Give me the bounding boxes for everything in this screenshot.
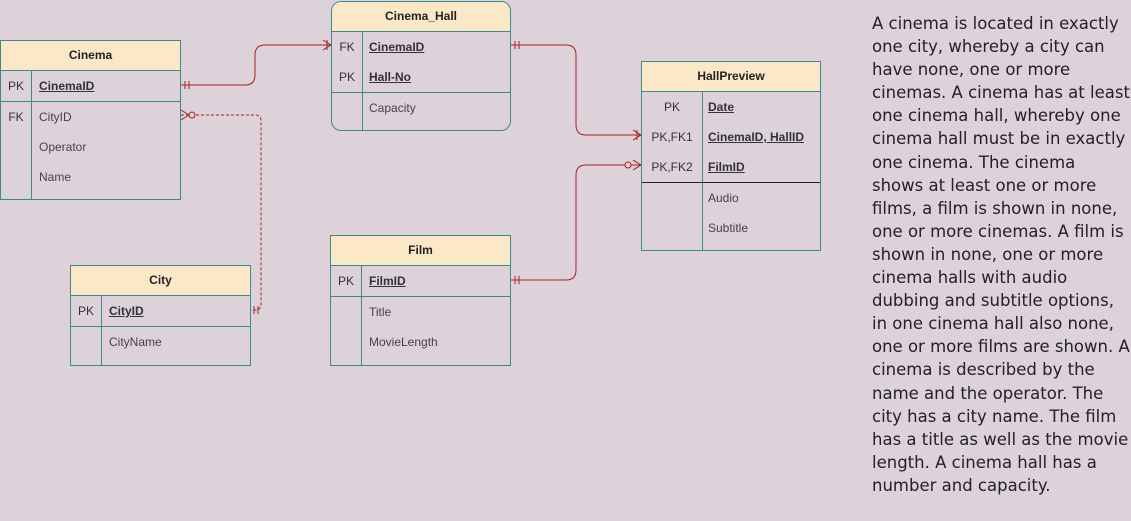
- field-label: Title: [369, 305, 392, 319]
- entity-row: PK,FK2 FilmID: [642, 152, 820, 183]
- key-label: PK: [663, 100, 680, 114]
- entity-row: MovieLength: [331, 327, 510, 357]
- entity-row: PK,FK1 CinemaID, HallID: [642, 122, 820, 152]
- entity-row: Capacity: [332, 93, 510, 123]
- field-label: Capacity: [369, 101, 416, 115]
- entity-row: PK FilmID: [331, 266, 510, 297]
- key-label: PK: [337, 274, 354, 288]
- key-label: [642, 213, 702, 243]
- entity-row: Subtitle: [642, 213, 820, 243]
- field-label: FilmID: [708, 160, 745, 174]
- field-label: Hall-No: [369, 70, 411, 84]
- key-label: PK: [77, 304, 94, 318]
- field-label: Audio: [708, 191, 739, 205]
- relationship-cinema-cinema-hall: [181, 39, 332, 89]
- entity-row: PK CityID: [71, 296, 250, 327]
- key-label: PK,FK2: [651, 160, 693, 174]
- field-label: Date: [708, 100, 735, 114]
- key-label: [1, 132, 31, 162]
- field-label: Name: [39, 170, 72, 184]
- entity-film[interactable]: Film PK FilmID Title MovieLength: [330, 235, 511, 366]
- field-label: CinemaID, HallID: [708, 130, 805, 144]
- key-label: FK: [8, 110, 24, 124]
- entity-cinema[interactable]: Cinema PK CinemaID FK CityID Operator Na…: [0, 40, 181, 200]
- field-label: CityID: [109, 304, 144, 318]
- key-label: PK: [7, 79, 24, 93]
- entity-row: PK Date: [642, 92, 820, 122]
- field-label: Operator: [39, 140, 87, 154]
- key-label: FK: [339, 40, 355, 54]
- entity-city-title: City: [71, 266, 250, 296]
- entity-row: PK CinemaID: [1, 71, 180, 102]
- field-label: CinemaID: [39, 79, 95, 93]
- entity-hall-preview[interactable]: HallPreview PK Date PK,FK1 CinemaID, Hal…: [641, 61, 821, 251]
- key-label: [642, 183, 702, 213]
- entity-hall-preview-title: HallPreview: [642, 62, 820, 92]
- field-label: CityID: [39, 110, 72, 124]
- field-label: FilmID: [369, 274, 406, 288]
- entity-film-title: Film: [331, 236, 510, 266]
- entity-row: Operator: [1, 132, 180, 162]
- description-text: A cinema is located in exactly one city,…: [872, 14, 1130, 495]
- key-label: PK: [338, 70, 355, 84]
- field-label: CinemaID: [369, 40, 425, 54]
- entity-cinema-hall-title: Cinema_Hall: [332, 2, 510, 32]
- key-label: [1, 162, 31, 192]
- entity-row: CityName: [71, 327, 250, 357]
- key-label: PK,FK1: [651, 130, 693, 144]
- key-label: [71, 327, 101, 357]
- entity-row: PK Hall-No: [332, 62, 510, 93]
- relationship-cinema-hall-hall-preview: [511, 41, 642, 141]
- entity-row: FK CityID: [1, 102, 180, 132]
- field-label: MovieLength: [369, 335, 438, 349]
- key-label: [331, 327, 361, 357]
- entity-row: FK CinemaID: [332, 32, 510, 62]
- entity-cinema-hall[interactable]: Cinema_Hall FK CinemaID PK Hall-No Capac…: [331, 1, 511, 131]
- key-label: [331, 297, 361, 327]
- key-label: [332, 93, 362, 123]
- entity-cinema-title: Cinema: [1, 41, 180, 71]
- entity-city[interactable]: City PK CityID CityName: [70, 265, 251, 366]
- entity-row: Name: [1, 162, 180, 192]
- entity-row: Audio: [642, 183, 820, 213]
- entity-row: Title: [331, 297, 510, 327]
- relationship-film-hall-preview: [511, 159, 642, 284]
- field-label: CityName: [109, 335, 162, 349]
- field-label: Subtitle: [708, 221, 749, 235]
